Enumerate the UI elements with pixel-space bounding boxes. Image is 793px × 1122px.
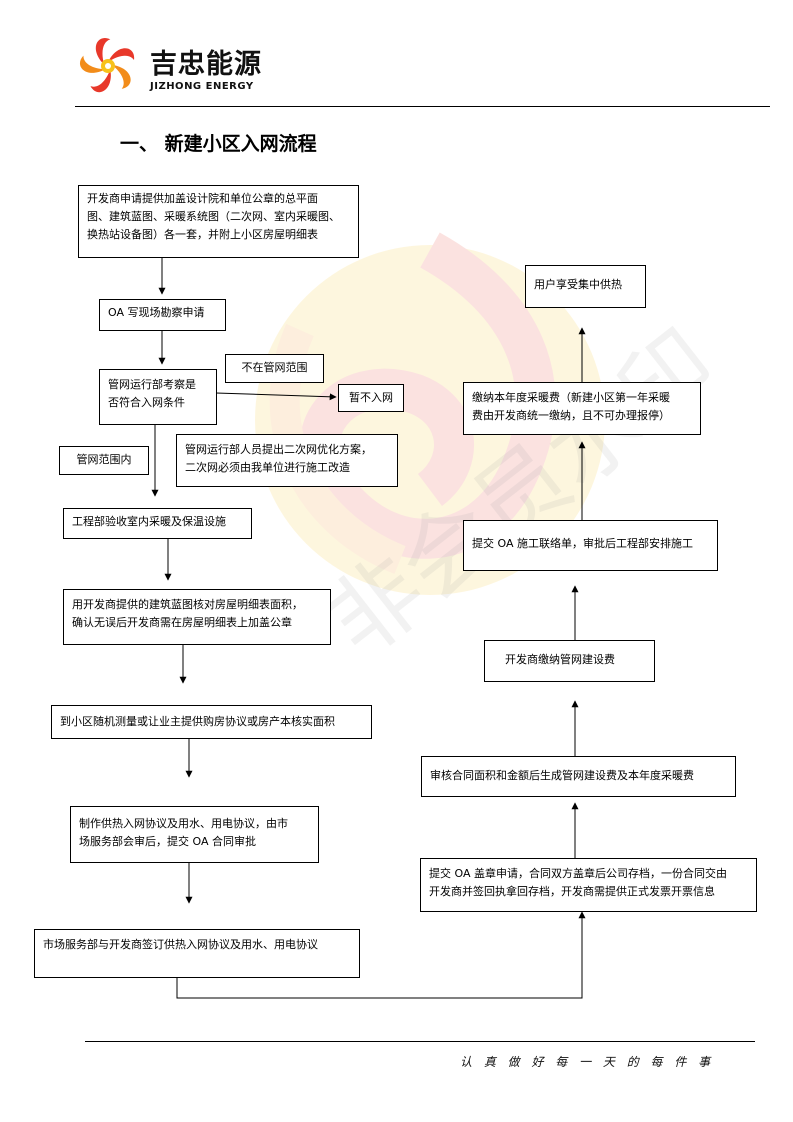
header-divider [75,106,770,107]
step-measure-area-onsite: 到小区随机测量或让业主提供购房协议或房产本核实面积 [51,705,372,739]
step-submit-drawings: 开发商申请提供加盖设计院和单位公章的总平面 图、建筑蓝图、采暖系统图（二次网、室… [78,185,359,258]
step-draft-agreements: 制作供热入网协议及用水、用电协议，由市 场服务部会审后，提交 OA 合同审批 [70,806,319,863]
result-not-connected: 暂不入网 [338,384,404,412]
step-sign-agreements: 市场服务部与开发商签订供热入网协议及用水、用电协议 [34,929,360,978]
brand-name-cn: 吉忠能源 [150,49,262,80]
footer-divider [85,1041,755,1042]
note-secondary-network-optimization: 管网运行部人员提出二次网优化方案， 二次网必须由我单位进行施工改造 [176,434,398,487]
pinwheel-logo-icon [79,38,135,93]
section-title: 一、 新建小区入网流程 [120,133,317,155]
step-generate-fees: 审核合同面积和金额后生成管网建设费及本年度采暖费 [421,756,736,797]
label-not-in-range: 不在管网范围 [225,354,324,383]
step-oa-seal-request: 提交 OA 盖章申请，合同双方盖章后公司存档，一份合同交由 开发商并签回执拿回存… [420,858,757,912]
step-verify-house-area: 用开发商提供的建筑蓝图核对房屋明细表面积， 确认无误后开发商需在房屋明细表上加盖… [63,589,331,645]
step-oa-survey-request: OA 写现场勘察申请 [99,299,226,331]
label-in-range: 管网范围内 [59,446,149,475]
brand-name-en: JIZHONG ENERGY [150,81,254,92]
step-pay-network-fee: 开发商缴纳管网建设费 [484,640,655,682]
connector-step8-step9 [176,911,586,999]
step-oa-construction-request: 提交 OA 施工联络单，审批后工程部安排施工 [463,520,718,571]
step-check-eligibility: 管网运行部考察是 否符合入网条件 [99,369,217,425]
arrow-step3-not-in-range [215,392,337,401]
footer-slogan: 认 真 做 好 每 一 天 的 每 件 事 [460,1055,715,1069]
step-inspect-heating-insulation: 工程部验收室内采暖及保温设施 [63,508,252,539]
step-pay-heating-fee: 缴纳本年度采暖费（新建小区第一年采暖 费由开发商统一缴纳，且不可办理报停） [463,382,701,435]
step-enjoy-central-heating: 用户享受集中供热 [525,265,646,308]
